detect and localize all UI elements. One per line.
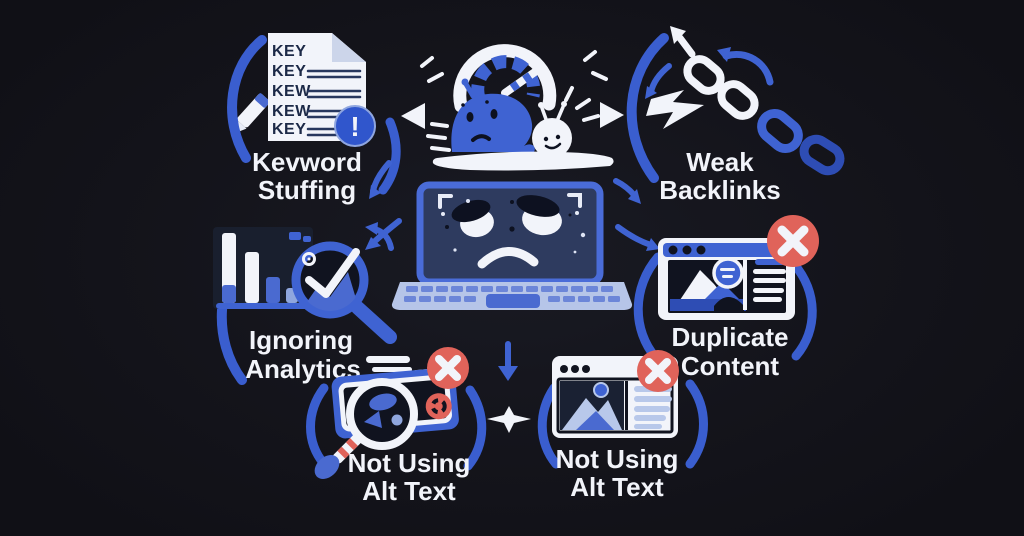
left-arrow-icon xyxy=(401,103,425,129)
doc-line-3: KEW xyxy=(272,83,311,100)
laptop-group xyxy=(365,160,660,310)
connectors-group xyxy=(487,341,531,433)
browser-window-icon xyxy=(552,356,678,438)
curved-arrow-left-top xyxy=(369,160,392,199)
content-divider xyxy=(743,258,747,310)
speedometer-needle xyxy=(501,63,546,97)
screen-specks xyxy=(445,199,586,254)
laptop-icon xyxy=(391,181,633,310)
screen-corner-brackets xyxy=(438,193,582,209)
person-silhouette xyxy=(714,297,744,311)
swoosh-arc-left xyxy=(227,35,267,163)
sad-face xyxy=(451,195,562,269)
keyword-stuffing-label-line2: Stuffing xyxy=(258,175,356,205)
content-divider xyxy=(625,381,628,430)
speedometer-dial-segments xyxy=(471,55,541,100)
record-icon xyxy=(425,393,452,420)
abstract-image-shapes xyxy=(364,393,403,428)
chain-icon xyxy=(683,55,845,176)
swoosh-arc-right xyxy=(378,117,401,195)
svg-text:!: ! xyxy=(350,111,359,142)
magnifier-person-icon xyxy=(712,257,744,289)
warning-badge: ! xyxy=(334,105,376,147)
swoosh-arc xyxy=(626,33,669,183)
error-x-badge xyxy=(767,215,819,267)
sparkle-icon xyxy=(487,406,531,433)
curved-arrow-icon xyxy=(365,222,394,251)
lightning-arrow-icon xyxy=(646,90,704,129)
magnifier-icon xyxy=(314,378,418,479)
curved-arrow-down-icon xyxy=(645,63,672,99)
ignoring-analytics-group: Ignoring Analytics xyxy=(213,222,412,385)
keyword-stuffing-group: KEY KEY KEW KEW KEY ! Kevword Stuffing xyxy=(227,33,401,205)
keyboard-base xyxy=(391,282,633,310)
swoosh-arc-right xyxy=(463,385,487,471)
swoosh-arc-left xyxy=(537,383,561,469)
dash-lines xyxy=(366,356,412,372)
weak-backlinks-group: Weak Backlinks xyxy=(626,26,845,205)
alt-text-left-label-line2: Alt Text xyxy=(362,476,456,506)
error-x-badge xyxy=(637,350,679,392)
snail-icon xyxy=(432,101,614,171)
curved-arrow-right-bottom xyxy=(615,224,660,251)
weak-backlinks-label-line2: Backlinks xyxy=(659,175,780,205)
curved-arrow-left-icon xyxy=(717,47,774,86)
doc-line-2: KEY xyxy=(272,63,306,80)
speed-lines xyxy=(420,50,608,152)
ignoring-analytics-label-line1: Ignoring xyxy=(249,325,353,355)
swoosh-arc-left xyxy=(633,252,663,363)
trackpad xyxy=(486,294,540,308)
speedometer-arc xyxy=(453,44,557,113)
duplicate-content-label-line1: Duplicate xyxy=(671,322,788,352)
down-arrow-icon xyxy=(498,341,518,381)
slow-speed-group xyxy=(401,44,624,171)
error-x-badge xyxy=(427,347,469,389)
swoosh-arc-left xyxy=(306,383,329,469)
alt-text-left-label-line1: Not Using xyxy=(348,448,471,478)
doc-line-5: KEY xyxy=(272,121,306,138)
right-arrow-icon xyxy=(600,102,624,128)
doc-line-4: KEW xyxy=(272,103,311,120)
laptop-screen xyxy=(416,181,604,286)
magnifier-check-icon xyxy=(291,241,397,344)
duplicate-content-group: Duplicate Content xyxy=(633,215,819,381)
up-arrow-icon xyxy=(670,26,696,58)
magnifier-handle xyxy=(351,301,397,344)
swoosh-arc-right xyxy=(789,259,817,361)
sad-blob-icon xyxy=(451,78,535,152)
weak-backlinks-label-line1: Weak xyxy=(686,147,754,177)
sun-icon xyxy=(593,382,609,398)
alt-text-camera-group: Not Using Alt Text xyxy=(306,347,487,506)
alt-text-right-label-line2: Alt Text xyxy=(570,472,664,502)
alt-text-browser-group: Not Using Alt Text xyxy=(537,350,708,502)
keys xyxy=(404,286,620,302)
alt-text-right-label-line1: Not Using xyxy=(556,444,679,474)
swoosh-arc-right xyxy=(685,379,708,469)
curved-arrow-right-top xyxy=(613,178,641,204)
browser-window-icon xyxy=(658,238,795,320)
keyword-stuffing-label-line1: Kevword xyxy=(252,147,362,177)
doc-line-1: KEY xyxy=(272,43,306,60)
magnifier-grip xyxy=(314,455,340,479)
duplicate-content-label-line2: Content xyxy=(681,351,780,381)
